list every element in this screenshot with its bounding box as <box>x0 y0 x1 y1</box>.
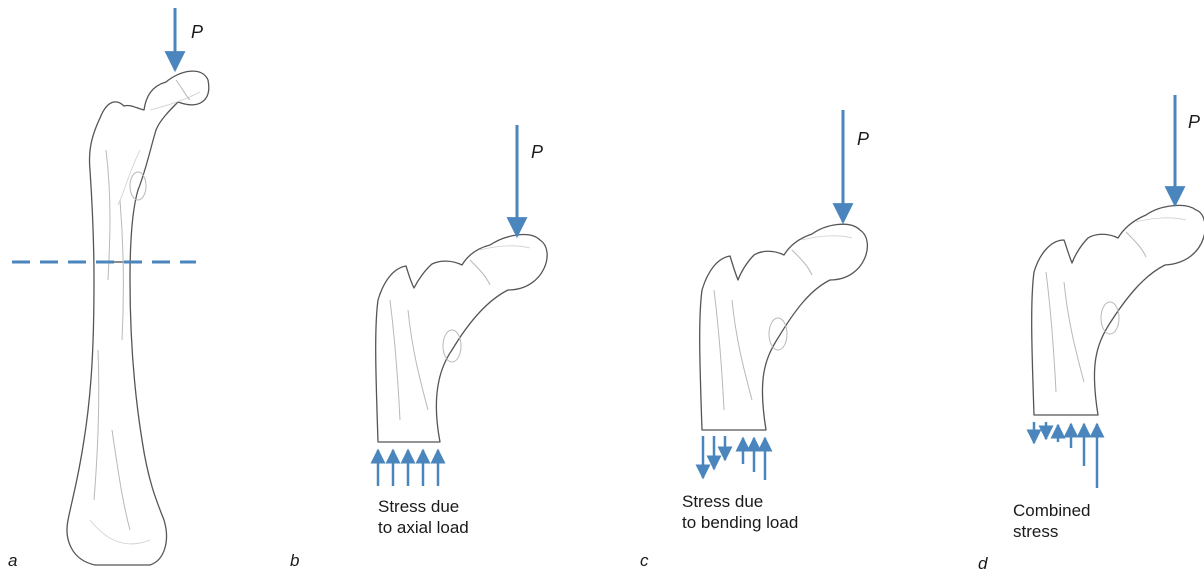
axial-stress-arrows <box>378 450 438 486</box>
caption-line-1: Combined <box>1013 501 1091 520</box>
load-label-p: P <box>191 22 203 42</box>
caption-line-2: to bending load <box>682 513 798 532</box>
caption-line-2: to axial load <box>378 518 469 537</box>
load-label-p: P <box>1188 112 1200 132</box>
full-femur-drawing <box>67 71 209 565</box>
panel-c: P Stress due to bending load c <box>640 110 869 570</box>
panel-letter-c: c <box>640 551 649 570</box>
panel-letter-d: d <box>978 554 988 573</box>
panel-letter-b: b <box>290 551 299 570</box>
panel-a: P a <box>8 8 209 570</box>
proximal-femur-drawing <box>700 224 868 430</box>
load-label-p: P <box>531 142 543 162</box>
caption-line-2: stress <box>1013 522 1058 541</box>
panel-letter-a: a <box>8 551 17 570</box>
caption-line-1: Stress due <box>378 497 459 516</box>
load-label-p: P <box>857 129 869 149</box>
combined-stress-arrows <box>1034 422 1097 488</box>
proximal-femur-drawing <box>376 235 547 442</box>
proximal-femur-drawing <box>1032 205 1204 415</box>
panel-b: P Stress due to axial load b <box>290 125 547 570</box>
caption-line-1: Stress due <box>682 492 763 511</box>
panel-d: P Combined stress d <box>978 95 1204 573</box>
bending-stress-arrows <box>703 436 765 480</box>
